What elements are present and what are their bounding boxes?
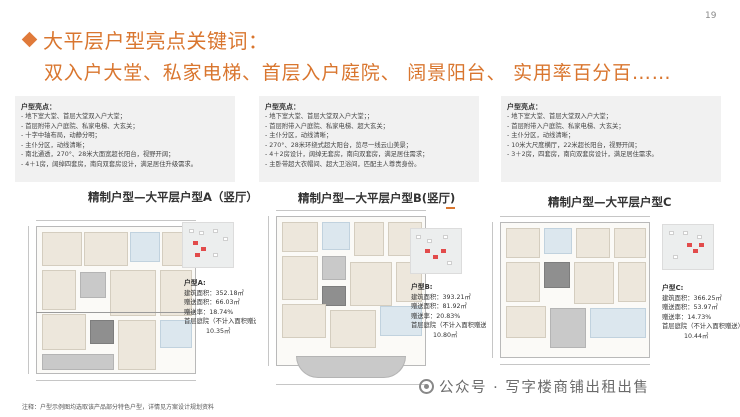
metrics-b: 户型B: 建筑面积：393.21㎡ 赠送面积：81.92㎡ 赠送率：20.83%…: [411, 283, 493, 341]
location-map-b: [410, 228, 462, 274]
watermark: 公众号 · 写字楼商铺出租出售: [419, 376, 649, 397]
layout-title-c: 精制户型—大平层户型C: [548, 195, 672, 209]
metric-line: 首层庭院（不计入面积赠送）: [184, 318, 266, 326]
highlight-title: 户型亮点：: [265, 103, 300, 111]
metric-line: 建筑面积：393.21㎡: [411, 293, 471, 301]
floor-plan-c: [486, 212, 656, 372]
highlight-title: 户型亮点：: [21, 103, 56, 111]
metric-line: 10.35㎡: [206, 327, 231, 335]
metric-line: 10.44㎡: [684, 332, 709, 340]
metric-line: 10.80㎡: [433, 331, 458, 339]
highlight-item: - 地下室大堂、首层大堂双入户大堂；；: [265, 113, 374, 120]
highlight-item: - 十字中轴布局，动静分明；: [21, 132, 101, 140]
metric-line: 首层庭院（不计入面积赠送）: [411, 322, 493, 330]
location-map-c: [662, 224, 714, 270]
metric-line: 赠送率：20.83%: [411, 312, 461, 320]
diamond-bullet-icon: [21, 31, 38, 48]
metric-line: 赠送面积：53.97㎡: [662, 304, 718, 312]
highlight-item: - 首层附带入户庭院、私家电梯、大玄关；: [21, 122, 139, 130]
highlight-item: - 10米大尺度横厅，22米超长阳台，视野开阔；: [507, 141, 641, 149]
layout-title-a: 精制户型—大平层户型A（竖厅）: [88, 190, 258, 204]
page-number: 19: [705, 11, 717, 21]
highlight-item: - 主仆分区，动线清晰；: [21, 141, 89, 149]
highlight-item: - 主卧带超大衣帽间、超大卫浴间，匹配主人尊贵身份。: [265, 160, 421, 168]
metrics-label: 户型A:: [184, 279, 206, 287]
highlight-item: - 首层附带入户庭院、私家电梯、超大玄关；: [265, 122, 389, 130]
highlight-item: - 地下室大堂、首层大堂双入户大堂；: [507, 113, 613, 120]
headline: 大平层户型亮点关键词： 双入户大堂、私家电梯、首层入户庭院、 阔景阳台、 实用率…: [21, 28, 672, 85]
highlight-box-c: 户型亮点： - 地下室大堂、首层大堂双入户大堂； - 首层附带入户庭院、私家电梯…: [501, 96, 721, 182]
highlight-item: - 4＋1房，阔绰四套房，南向双套房设计，满足居住升级需求。: [21, 160, 198, 168]
highlight-title: 户型亮点：: [507, 103, 542, 111]
metric-line: 赠送率：18.74%: [184, 308, 234, 316]
metrics-label: 户型C:: [662, 284, 684, 292]
watermark-text: 公众号 · 写字楼商铺出租出售: [439, 380, 650, 396]
metric-line: 赠送面积：81.92㎡: [411, 303, 467, 311]
highlight-item: - 3＋2房，四套房，南向双套房设计，满足居住需求。: [507, 151, 658, 159]
metrics-label: 户型B:: [411, 283, 433, 291]
footnote: 注释：户型示例图均选取该产品部分特色户型，详情见方案设计规划资料: [22, 404, 215, 411]
highlight-item: - 主仆分区，动线清晰；: [265, 132, 333, 140]
metric-line: 首层庭院（不计入面积赠送）: [662, 323, 740, 331]
highlight-box-a: 户型亮点： - 地下室大堂、首层大堂双入户大堂； - 首层附带入户庭院、私家电梯…: [15, 96, 235, 182]
highlight-item: - 270°、28米环绕式超大阳台，览尽一线云山美景；: [265, 141, 413, 149]
highlight-item: - 首层附带入户庭院、私家电梯、大玄关；: [507, 122, 625, 130]
highlight-box-b: 户型亮点： - 地下室大堂、首层大堂双入户大堂；； - 首层附带入户庭院、私家电…: [259, 96, 479, 182]
location-map-a: [182, 222, 234, 268]
highlight-item: - 南北通透，270°、28米大面宽超长阳台，视野开阔；: [21, 151, 175, 159]
headline-title: 大平层户型亮点关键词：: [43, 29, 269, 53]
highlight-item: - 地下室大堂、首层大堂双入户大堂；: [21, 113, 127, 120]
metric-line: 赠送面积：66.03㎡: [184, 299, 240, 307]
metric-line: 建筑面积：366.25㎡: [662, 294, 722, 302]
metric-line: 建筑面积：352.18㎡: [184, 289, 244, 297]
highlight-item: - 4＋2房设计，阔绰无套房，南向双套房，满足居住需求；: [265, 151, 429, 159]
headline-keywords: 双入户大堂、私家电梯、首层入户庭院、 阔景阳台、 实用率百分百……: [44, 62, 672, 84]
wechat-icon: [419, 379, 434, 394]
metrics-a: 户型A: 建筑面积：352.18㎡ 赠送面积：66.03㎡ 赠送率：18.74%…: [184, 279, 266, 337]
metric-line: 赠送率：14.73%: [662, 313, 712, 321]
highlight-item: - 主仆分区，动线清晰；: [507, 132, 575, 140]
floor-plan-b: [256, 206, 446, 394]
metrics-c: 户型C: 建筑面积：366.25㎡ 赠送面积：53.97㎡ 赠送率：14.73%…: [662, 284, 740, 342]
